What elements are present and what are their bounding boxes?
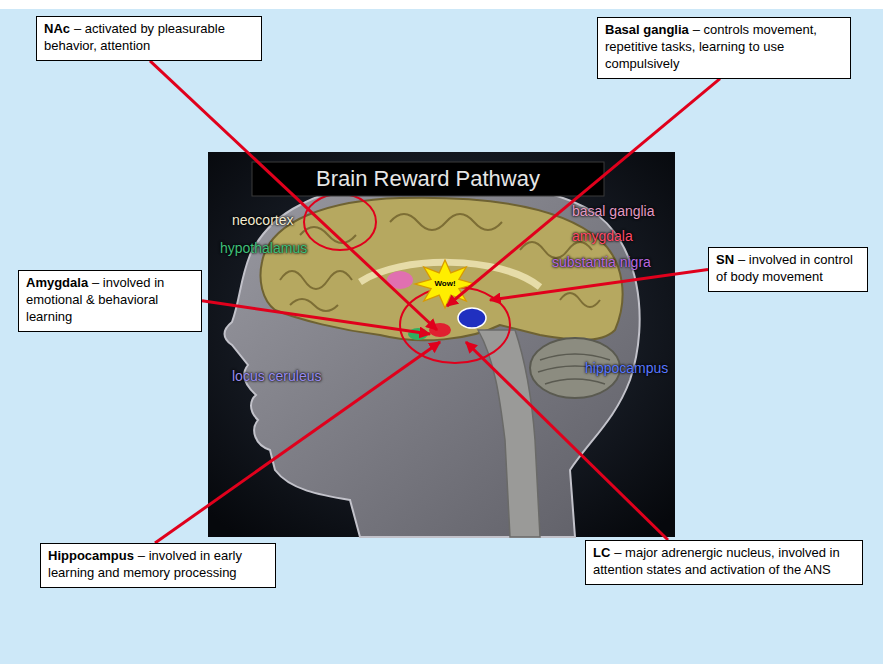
callout-box: Basal ganglia– controls movement, repeti… xyxy=(597,17,851,79)
leader-line xyxy=(490,269,708,300)
starburst xyxy=(415,260,475,308)
blue-region xyxy=(458,308,486,328)
region-label: neocortex xyxy=(232,212,293,228)
highlight-circle xyxy=(304,194,376,250)
callout-box: NAc– activated by pleasurable behavior, … xyxy=(36,16,262,61)
region-label: locus ceruleus xyxy=(232,368,322,384)
callout-box: SN– involved in control of body movement xyxy=(708,247,868,292)
callout-box: LC– major adrenergic nucleus, involved i… xyxy=(585,540,863,585)
term-heading: LC xyxy=(593,545,610,560)
leader-line xyxy=(447,79,720,306)
diagram-title: Brain Reward Pathway xyxy=(252,162,604,196)
leader-line xyxy=(155,342,440,543)
term-description: – involved in control of body movement xyxy=(716,252,853,284)
term-heading: Hippocampus xyxy=(48,548,134,563)
term-heading: SN xyxy=(716,252,734,267)
term-heading: Basal ganglia xyxy=(605,22,689,37)
leader-line xyxy=(202,301,430,334)
region-label: basal ganglia xyxy=(572,203,655,219)
title-banner xyxy=(252,162,604,196)
callout-box: Amygdala– involved in emotional & behavi… xyxy=(18,270,202,332)
region-label: amygdala xyxy=(572,228,633,244)
leader-line xyxy=(466,342,668,540)
region-label: hypothalamus xyxy=(220,240,307,256)
region-label: hippocampus xyxy=(585,360,668,376)
term-description: – activated by pleasurable behavior, att… xyxy=(44,21,225,53)
term-description: – major adrenergic nucleus, involved in … xyxy=(593,545,840,577)
head-silhouette xyxy=(225,179,640,537)
term-heading: Amygdala xyxy=(26,275,88,290)
top-strip xyxy=(0,0,883,9)
term-heading: NAc xyxy=(44,21,70,36)
starburst-text: Wow! xyxy=(434,279,455,288)
region-label: substantia nigra xyxy=(552,254,651,270)
callout-box: Hippocampus– involved in early learning … xyxy=(40,543,276,588)
